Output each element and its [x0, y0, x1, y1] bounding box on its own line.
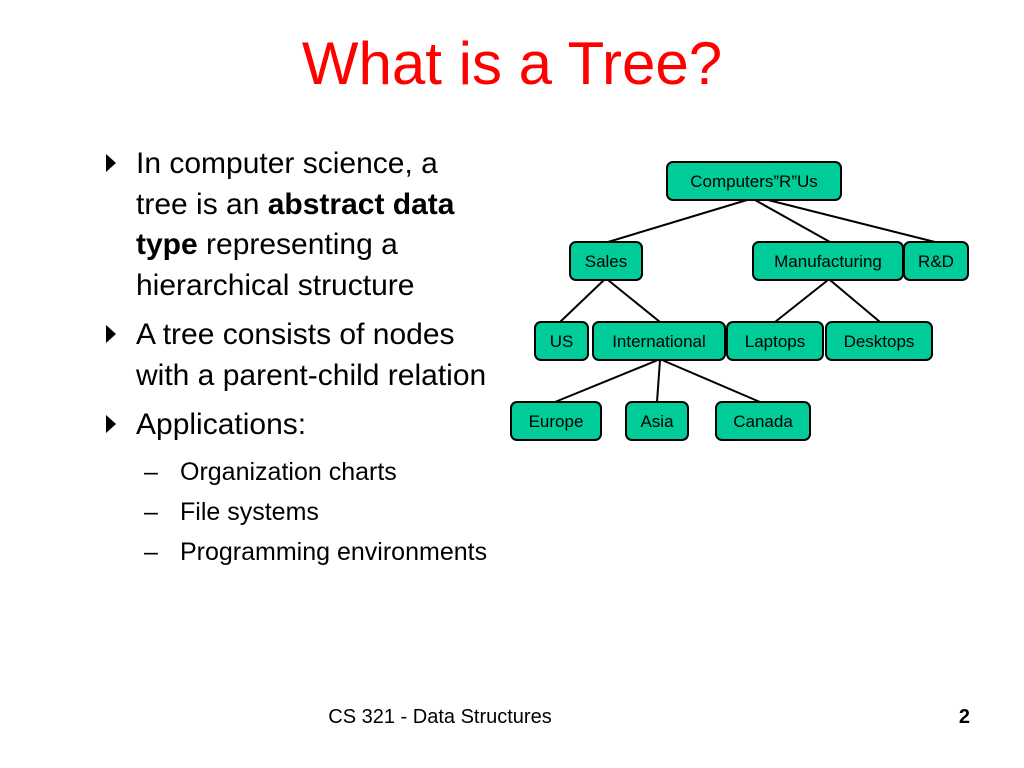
tree-edges [554, 199, 936, 403]
footer-course-title: CS 321 - Data Structures [328, 706, 552, 728]
tree-node-label: Canada [733, 412, 793, 431]
tree-node-box [625, 401, 689, 441]
tree-node-box [510, 401, 602, 441]
bullet-list: In computer science, a tree is an abstra… [100, 144, 495, 575]
tree-node-label: Europe [529, 412, 584, 431]
bullet-text-run: representing a hierarchical structure [136, 228, 415, 302]
triangle-bullet-icon [106, 415, 116, 433]
triangle-bullet-icon [106, 325, 116, 343]
tree-edge-manufacturing-laptops [774, 279, 829, 323]
tree-edge-international-europe [554, 359, 659, 403]
bullet-text-run: Applications: [136, 408, 307, 441]
bullet-text-run: A tree consists of nodes with a parent-c… [136, 318, 487, 392]
tree-node-international: International [592, 321, 726, 361]
bullet-text-bold: abstract data type [136, 187, 455, 262]
tree-node-box [534, 321, 589, 361]
sub-bullet-text: Organization charts [180, 457, 397, 486]
slide-title: What is a Tree? [301, 30, 723, 97]
sub-bullet-item: –File systems [100, 495, 495, 529]
tree-node-box [825, 321, 933, 361]
tree-node-asia: Asia [625, 401, 689, 441]
dash-bullet-icon: – [144, 457, 158, 486]
tree-node-label: Asia [640, 412, 674, 431]
tree-node-label: Desktops [844, 332, 915, 351]
tree-node-root: Computers”R”Us [666, 161, 842, 201]
tree-node-sales: Sales [569, 241, 643, 281]
tree-node-europe: Europe [510, 401, 602, 441]
tree-node-label: Sales [585, 252, 628, 271]
tree-node-label: US [550, 332, 574, 351]
tree-node-box [666, 161, 842, 201]
bullet-text: A tree consists of nodes with a parent-c… [136, 315, 495, 396]
tree-edge-international-canada [661, 359, 761, 403]
bullet-item: In computer science, a tree is an abstra… [100, 144, 495, 306]
tree-edge-root-sales [607, 199, 748, 243]
triangle-bullet-icon [106, 154, 116, 172]
tree-node-label: Laptops [745, 332, 806, 351]
bullet-item: Applications: [100, 405, 495, 446]
dash-bullet-icon: – [144, 497, 158, 526]
tree-node-desktops: Desktops [825, 321, 933, 361]
sub-bullet-item: –Organization charts [100, 455, 495, 489]
tree-edge-manufacturing-desktops [829, 279, 881, 323]
bullet-text: In computer science, a tree is an abstra… [136, 144, 495, 306]
tree-edge-international-asia [656, 359, 661, 403]
tree-node-label: Manufacturing [774, 252, 882, 271]
tree-edge-root-manufacturing [754, 199, 831, 243]
footer-page-number: 2 [958, 706, 970, 728]
tree-edge-sales-international [607, 279, 661, 323]
tree-node-box [903, 241, 969, 281]
tree-node-box [569, 241, 643, 281]
tree-node-box [715, 401, 811, 441]
dash-bullet-icon: – [144, 537, 158, 566]
tree-node-rd: R&D [903, 241, 969, 281]
tree-node-label: R&D [918, 252, 954, 271]
sub-bullet-item: –Programming environments [100, 535, 495, 569]
bullet-text: Applications: [136, 405, 495, 446]
tree-edge-root-rd [767, 199, 936, 243]
tree-node-manufacturing: Manufacturing [752, 241, 904, 281]
tree-node-box [726, 321, 824, 361]
bullet-item: A tree consists of nodes with a parent-c… [100, 315, 495, 396]
tree-node-us: US [534, 321, 589, 361]
tree-node-laptops: Laptops [726, 321, 824, 361]
tree-node-label: Computers”R”Us [690, 172, 818, 191]
tree-node-label: International [612, 332, 706, 351]
tree-node-box [592, 321, 726, 361]
sub-bullet-text: Programming environments [180, 537, 488, 566]
bullet-text-run: In computer science, a tree is an [136, 147, 438, 221]
sub-bullet-text: File systems [180, 497, 319, 526]
tree-node-canada: Canada [715, 401, 811, 441]
tree-edge-sales-us [559, 279, 605, 323]
